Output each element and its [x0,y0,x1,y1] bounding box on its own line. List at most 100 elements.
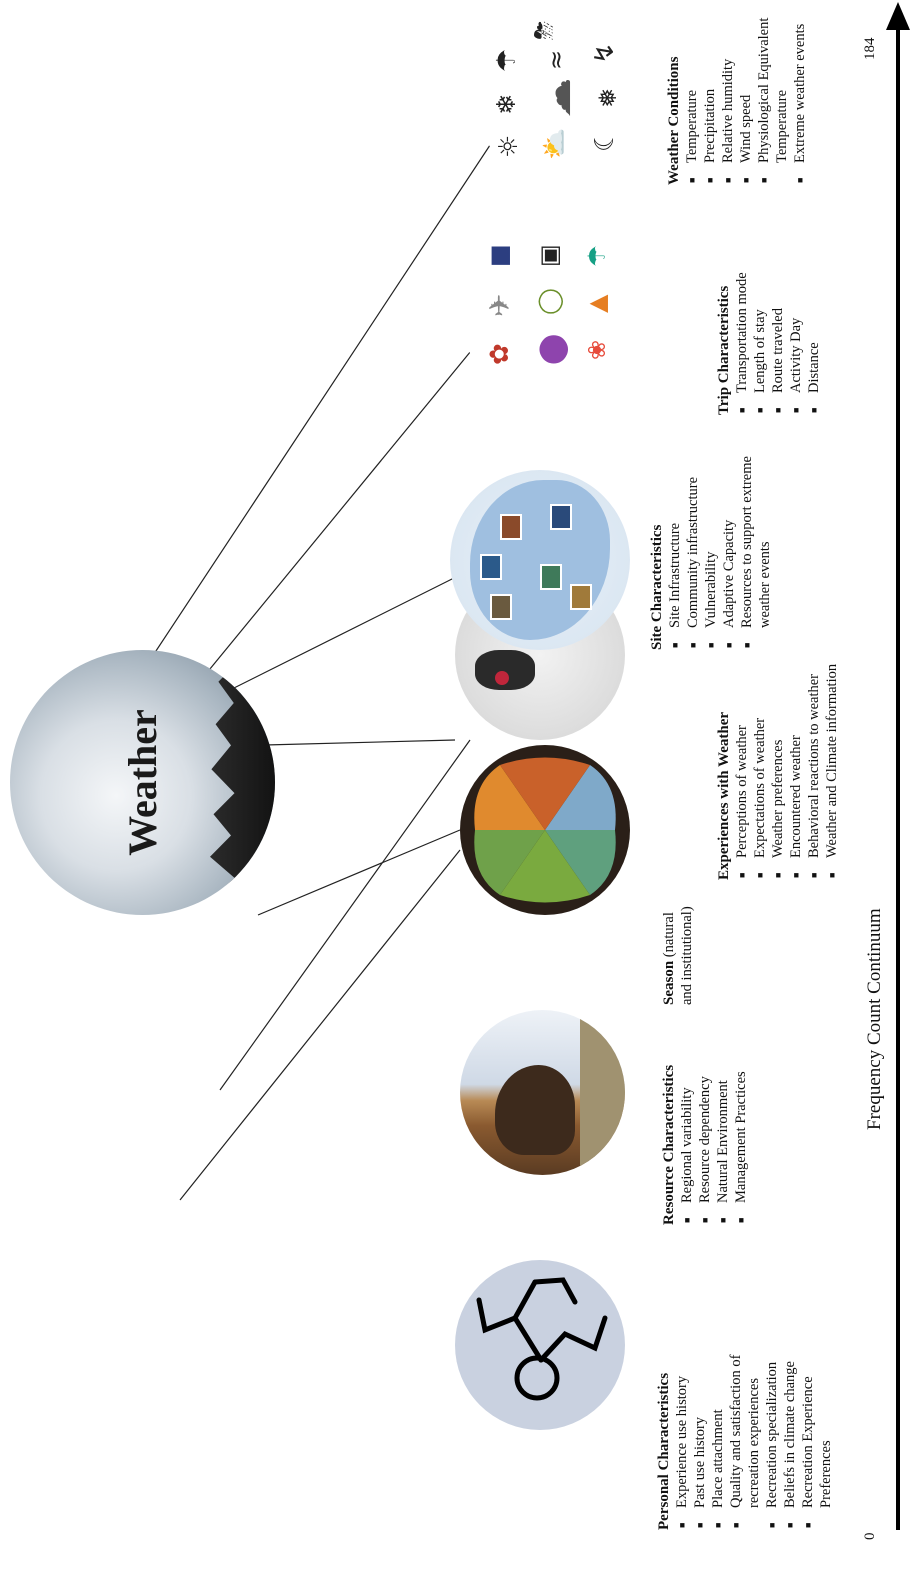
hub-title: Weather [120,709,165,856]
resource-cliff [495,1065,575,1155]
list-item: Precipitation [701,15,719,185]
list-item: Route traveled [769,245,787,415]
list-item: Extreme weather events [791,15,809,185]
list-item: Perceptions of weather [733,630,751,880]
list-item: Behavioral reactions to weather [805,630,823,880]
trip-characteristics-block: Trip Characteristics Transportation mode… [715,245,823,415]
list-item: Weather preferences [769,630,787,880]
list-item: Transportation mode [733,245,751,415]
season-leaves-icon [474,757,616,903]
list-item: Site Infrastructure [666,455,684,650]
resource-water [580,1010,625,1175]
list-item: Beliefs in climate change [781,1315,799,1530]
thunderstorm-icon: ⛈ [530,20,558,40]
list-item: Quality and satisfaction of recreation e… [727,1315,763,1530]
lightning-icon: ↯ [590,42,620,64]
list-item: Expectations of weather [751,630,769,880]
weather-conditions-circle: ☼ ❄ ☂ ⛈ ⛅ ☁ ≈ ☾ ❅ ↯ [470,0,650,180]
list-item: Relative humidity [719,15,737,185]
season-circle [460,745,630,915]
suitcase-icon: ▣ [535,244,563,267]
list-item: Management Practices [732,995,750,1225]
list-item: Adaptive Capacity [720,455,738,650]
experiences-accent [495,671,509,685]
list-item: Community infrastructure [684,455,702,650]
site-circle [450,470,630,650]
site-photo-4 [540,564,562,590]
weather-conditions-block: Weather Conditions Temperature Precipita… [665,15,809,185]
list-item: Regional variability [678,995,696,1225]
connector-season [257,829,461,916]
list-item: Physiological Equivalent Temperature [755,15,791,185]
list-item: Weather and Climate information [823,630,841,880]
axis-title: Frequency Count Continuum [864,908,885,1130]
flower-icon: ❀ [583,339,611,360]
site-characteristics-heading: Site Characteristics [649,524,665,650]
weather-conditions-list: Temperature Precipitation Relative humid… [683,15,809,185]
umbrella-icon: ☂ [583,245,611,267]
season-heading: Season [661,960,677,1005]
list-item: Activity Day [787,245,805,415]
trip-characteristics-heading: Trip Characteristics [716,285,732,415]
wind-icon: ≈ [542,49,570,70]
site-characteristics-list: Site Infrastructure Community infrastruc… [666,455,774,650]
resource-characteristics-heading: Resource Characteristics [661,1064,677,1225]
stick-figure-icon [476,1277,608,1401]
compass-icon: ✿ [485,343,515,365]
experiences-with-weather-heading: Experiences with Weather [716,711,732,880]
list-item: Encountered weather [787,630,805,880]
site-photo-5 [550,504,572,530]
personal-characteristics-block: Personal Characteristics Experience use … [655,1315,835,1530]
hot-air-balloon-icon: ⬤ [535,333,568,365]
trip-characteristics-list: Transportation mode Length of stay Route… [733,245,823,415]
site-photo-2 [480,554,502,580]
list-item: Vulnerability [702,455,720,650]
ship-icon: ▲ [583,294,611,313]
personal-characteristics-list: Experience use history Past use history … [673,1315,835,1530]
connector-trip [204,339,481,676]
axis-min-label: 0 [862,1532,878,1541]
sun-cloud-icon: ⛅ [540,127,570,160]
cloud-rain-icon: ☂ [492,48,522,72]
list-item: Resource dependency [696,995,714,1225]
resource-circle [460,1010,625,1175]
sleet-icon: ❅ [594,87,622,108]
resource-characteristics-block: Resource Characteristics Regional variab… [660,995,750,1225]
trip-circle: ✿ ✈ ■ ⬤ ◯ ▣ ❀ ▲ ☂ [455,210,640,395]
list-item: Temperature [683,15,701,185]
airplane-icon: ✈ [483,293,516,317]
site-photo-1 [490,594,512,620]
season-block: Season (natural and institutional) [660,895,696,1005]
site-photo-3 [500,514,522,540]
personal-circle [455,1260,625,1430]
list-item: Recreation specialization [763,1315,781,1530]
personal-characteristics-heading: Personal Characteristics [656,1372,672,1530]
weather-conditions-heading: Weather Conditions [666,56,682,186]
cloud-icon: ☁ [534,78,580,118]
connector-personal [179,849,461,1201]
sunglasses-icon: ◯ [535,288,563,315]
connector-weather [149,129,501,661]
passport-icon: ■ [485,244,513,267]
experiences-with-weather-block: Experiences with Weather Perceptions of … [715,630,841,880]
list-item: Length of stay [751,245,769,415]
list-item: Distance [805,245,823,415]
site-photo-6 [570,584,592,610]
list-item: Resources to support extreme weather eve… [738,455,774,650]
list-item: Past use history [691,1315,709,1530]
list-item: Experience use history [673,1315,691,1530]
connector-resource [219,739,471,1091]
weather-hub: Weather [10,650,275,915]
moon-icon: ☾ [590,128,620,152]
axis-arrowhead [886,2,910,30]
list-item: Place attachment [709,1315,727,1530]
axis-max-label: 184 [862,37,878,61]
list-item: Recreation Experience Preferences [799,1315,835,1530]
connector-experiences [264,739,456,746]
snowflake-icon: ❄ [492,93,522,115]
list-item: Wind speed [737,15,755,185]
site-characteristics-block: Site Characteristics Site Infrastructure… [648,455,774,650]
